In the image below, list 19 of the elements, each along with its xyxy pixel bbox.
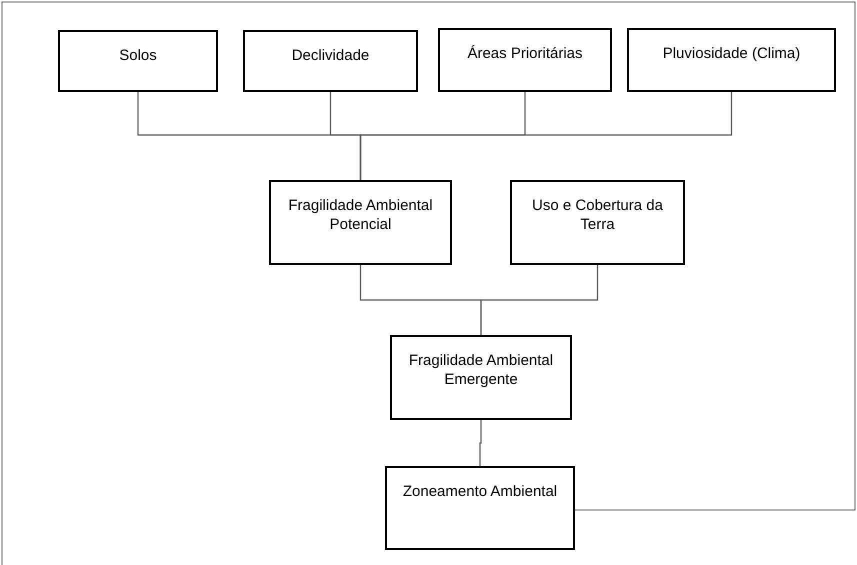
box-label: Uso e Cobertura da Terra	[531, 196, 664, 234]
connector-line	[479, 420, 482, 466]
process-box	[243, 30, 418, 92]
box-label: Declividade	[292, 46, 370, 65]
process-box	[385, 466, 575, 550]
box-label: Pluviosidade (Clima)	[662, 44, 800, 63]
process-box	[510, 180, 685, 265]
connector-line	[480, 265, 598, 335]
process-box	[269, 180, 452, 265]
process-box	[390, 335, 572, 420]
connector-line	[360, 92, 732, 180]
process-box	[627, 28, 836, 92]
box-label: Zoneamento Ambiental	[402, 482, 558, 501]
box-label: Fragilidade Ambiental Emergente	[408, 351, 554, 389]
box-label: Áreas Prioritárias	[467, 44, 583, 63]
process-box	[58, 30, 218, 92]
box-label: Fragilidade Ambiental Potencial	[287, 196, 434, 234]
box-label: Solos	[119, 46, 157, 65]
process-box	[438, 28, 612, 92]
